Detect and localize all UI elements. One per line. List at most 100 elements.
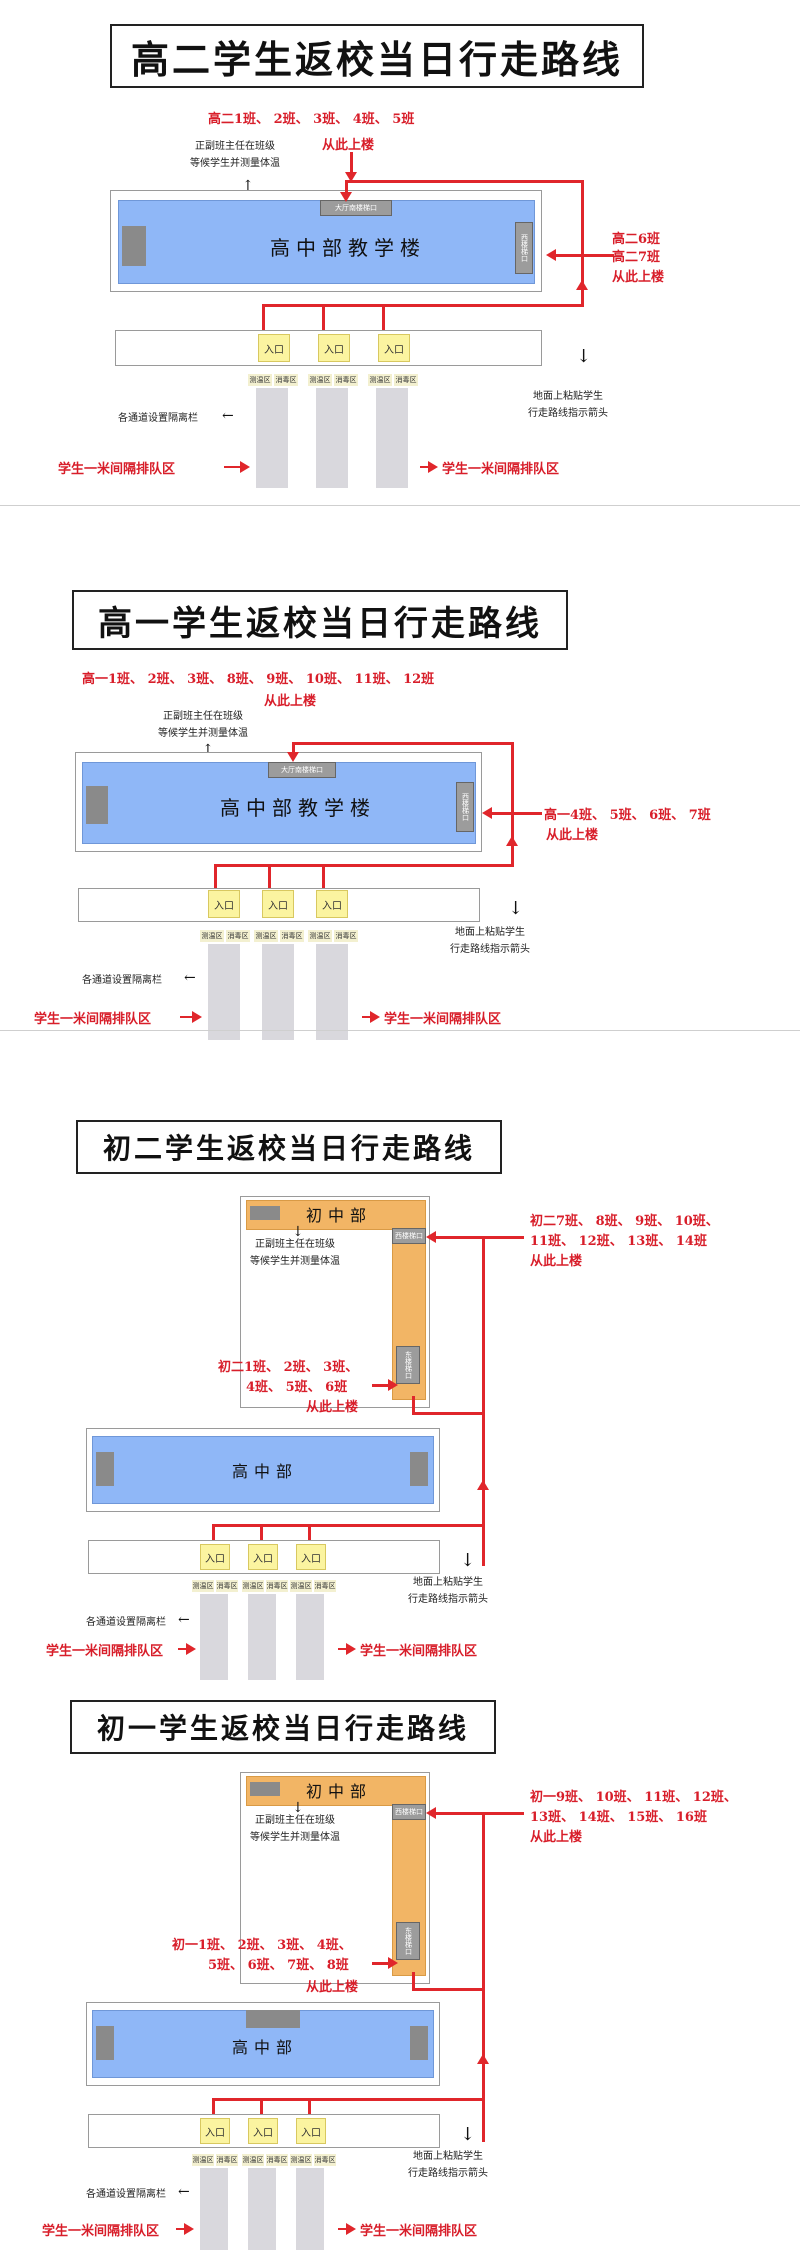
route-segment: [412, 1396, 415, 1414]
zone-disinfect: 消毒区: [216, 2154, 238, 2166]
side-classes-line1: 高一4班、 5班、 6班、 7班: [544, 808, 711, 823]
entry-box[interactable]: 入口: [296, 2118, 326, 2144]
junior-gray-block: [250, 1782, 280, 1796]
entry-box[interactable]: 入口: [248, 1544, 278, 1570]
route-arrowhead: [506, 836, 518, 846]
zone-temp: 测温区: [290, 1580, 312, 1592]
ground-note: 地面上粘贴学生行走路线指示箭头: [528, 391, 608, 419]
queue-right-label: 学生一米间隔排队区: [360, 2224, 478, 2239]
isolation-note: 各通道设置隔离栏: [118, 413, 198, 424]
route-segment: [345, 180, 348, 196]
entry-box[interactable]: 入口: [208, 890, 240, 918]
entry-box[interactable]: 入口: [258, 334, 290, 362]
route-arrowhead: [287, 752, 299, 762]
route-segment: [260, 2098, 263, 2122]
route-segment: [412, 1972, 415, 1990]
side-stair-box: 西楼梯口: [456, 782, 474, 832]
route-segment: [372, 1962, 392, 1965]
queue-left-arrow-head: [240, 461, 250, 473]
teacher-note-arrow: ↓: [292, 1800, 304, 1816]
entry-box[interactable]: 入口: [200, 1544, 230, 1570]
zone-disinfect: 消毒区: [280, 930, 304, 942]
queue-lane: [376, 388, 408, 488]
down-arrow: ↓: [576, 346, 592, 367]
route-arrowhead: [426, 1231, 436, 1243]
teacher-note: 正副班主任在班级等候学生并测量体温: [250, 1815, 340, 1843]
entry-box[interactable]: 入口: [262, 890, 294, 918]
zone-temp: 测温区: [290, 2154, 312, 2166]
queue-lane: [296, 2168, 324, 2250]
panel-title: 高一学生返校当日行走路线: [72, 590, 568, 650]
isolation-note: 各通道设置隔离栏: [86, 1617, 166, 1628]
route-segment: [268, 864, 271, 892]
queue-right-arrow-head: [346, 1643, 356, 1655]
route-segment: [214, 864, 217, 892]
teacher-note: 正副班主任在班级等候学生并测量体温: [190, 141, 280, 169]
zone-temp: 测温区: [192, 2154, 214, 2166]
zone-temp: 测温区: [308, 930, 332, 942]
route-segment: [581, 180, 584, 307]
route-arrow-down-head: [345, 172, 357, 182]
teacher-note-arrow: ↑: [202, 742, 214, 758]
building-gray-block: [246, 2010, 300, 2028]
queue-lane: [248, 1594, 276, 1680]
queue-lane: [316, 944, 348, 1040]
lower-classes-line1: 初一1班、 2班、 3班、 4班、: [172, 1938, 352, 1953]
panel-title: 初二学生返校当日行走路线: [76, 1120, 502, 1174]
queue-right-arrow-head: [346, 2223, 356, 2235]
route-arrow-down-shaft: [350, 152, 353, 174]
queue-right-arrow-shaft: [362, 1016, 372, 1018]
building-gray-block: [96, 2026, 114, 2060]
building-label: 高中部教学楼: [220, 796, 376, 820]
junior-building-label: 初中部: [306, 1782, 373, 1801]
route-segment: [511, 742, 514, 867]
panel-title: 高二学生返校当日行走路线: [110, 24, 644, 88]
zone-temp: 测温区: [248, 374, 272, 386]
route-segment: [482, 1812, 485, 2142]
queue-left-arrow-shaft: [224, 466, 242, 468]
zone-temp: 测温区: [200, 930, 224, 942]
ground-note: 地面上粘贴学生行走路线指示箭头: [408, 1577, 488, 1605]
building-gray-block: [410, 2026, 428, 2060]
queue-right-label: 学生一米间隔排队区: [442, 462, 560, 477]
zone-disinfect: 消毒区: [314, 1580, 336, 1592]
building-gray-block: [410, 1452, 428, 1486]
zone-temp: 测温区: [308, 374, 332, 386]
panel-separator: [0, 1030, 800, 1031]
route-arrowhead: [546, 249, 556, 261]
entry-box[interactable]: 入口: [248, 2118, 278, 2144]
go-up-label: 从此上楼: [322, 138, 375, 153]
queue-right-arrow-head: [370, 1011, 380, 1023]
route-segment: [292, 742, 295, 756]
entry-box[interactable]: 入口: [318, 334, 350, 362]
route-segment: [322, 864, 325, 892]
top-classes-label: 高一1班、 2班、 3班、 8班、 9班、 10班、 11班、 12班: [82, 672, 435, 687]
route-arrowhead: [477, 2054, 489, 2064]
route-segment: [482, 1236, 485, 1566]
route-segment: [372, 1384, 392, 1387]
building-gray-block: [86, 786, 108, 824]
route-segment: [554, 254, 614, 257]
north-stair-box: 西楼梯口: [392, 1804, 426, 1820]
entry-box[interactable]: 入口: [316, 890, 348, 918]
route-arrowhead: [388, 1379, 398, 1391]
isolation-note: 各通道设置隔离栏: [82, 975, 162, 986]
route-segment: [212, 2098, 215, 2122]
route-segment: [292, 742, 514, 745]
upper-classes-line1: 初一9班、 10班、 11班、 12班、: [530, 1790, 737, 1805]
upper-classes-line2: 11班、 12班、 13班、 14班: [530, 1234, 707, 1249]
entry-box[interactable]: 入口: [378, 334, 410, 362]
lower-classes-line2: 4班、 5班、 6班: [246, 1380, 348, 1395]
queue-right-label-p3: 学生一米间隔排队区: [360, 1644, 478, 1659]
top-classes-label: 高二1班、 2班、 3班、 4班、 5班: [208, 112, 415, 127]
upper-classes-line2: 13班、 14班、 15班、 16班: [530, 1810, 707, 1825]
entry-box[interactable]: 入口: [296, 1544, 326, 1570]
building-gray-block: [122, 226, 146, 266]
side-classes-line1: 高二6班: [612, 232, 661, 247]
route-segment: [262, 304, 265, 334]
building-label: 高中部: [232, 2038, 299, 2057]
entry-box[interactable]: 入口: [200, 2118, 230, 2144]
queue-left-arrow-shaft: [176, 2228, 186, 2230]
route-arrowhead: [482, 807, 492, 819]
isolation-arrow: ←: [178, 1612, 190, 1628]
